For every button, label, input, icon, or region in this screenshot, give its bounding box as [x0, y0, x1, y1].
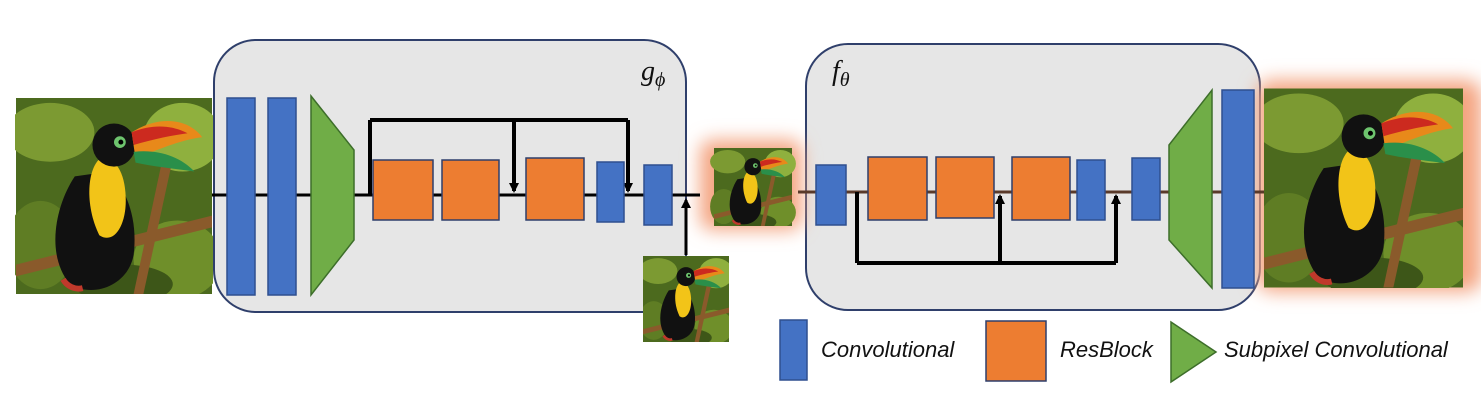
f-conv-block-3: [1131, 157, 1161, 221]
f-resblock-1: [867, 156, 928, 221]
f-conv-block-1: [815, 164, 847, 226]
g-conv-block-3: [596, 161, 625, 223]
compressed-image: [708, 148, 798, 226]
f-resblock-2: [935, 156, 995, 219]
g-conv-block-2: [267, 97, 297, 296]
g-conv-block-1: [226, 97, 256, 296]
legend-conv-swatch: [779, 319, 808, 381]
legend-resblock-swatch: [985, 320, 1047, 382]
f-subpixel-block: [1168, 87, 1213, 290]
input-image: [6, 98, 222, 304]
legend-subpixel-swatch: [1170, 320, 1218, 384]
g-resblock-1: [372, 159, 434, 221]
g-subpixel-block: [310, 93, 355, 298]
f-resblock-3: [1011, 156, 1071, 221]
legend-subpixel-label: Subpixel Convolutional: [1224, 337, 1449, 362]
f-conv-block-4: [1221, 89, 1255, 289]
g-conv-block-4: [643, 164, 673, 226]
f-conv-block-2: [1076, 159, 1106, 221]
f-theta-label: fθ: [832, 56, 850, 91]
g-resblock-3: [525, 157, 585, 221]
g-phi-label: gϕ: [641, 56, 665, 91]
legend-resblock-label: ResBlock: [1060, 337, 1154, 362]
output-image: [1254, 89, 1473, 298]
legend-conv-label: Convolutional: [821, 337, 955, 362]
g-resblock-2: [441, 159, 500, 221]
side-input-image: [643, 256, 729, 342]
